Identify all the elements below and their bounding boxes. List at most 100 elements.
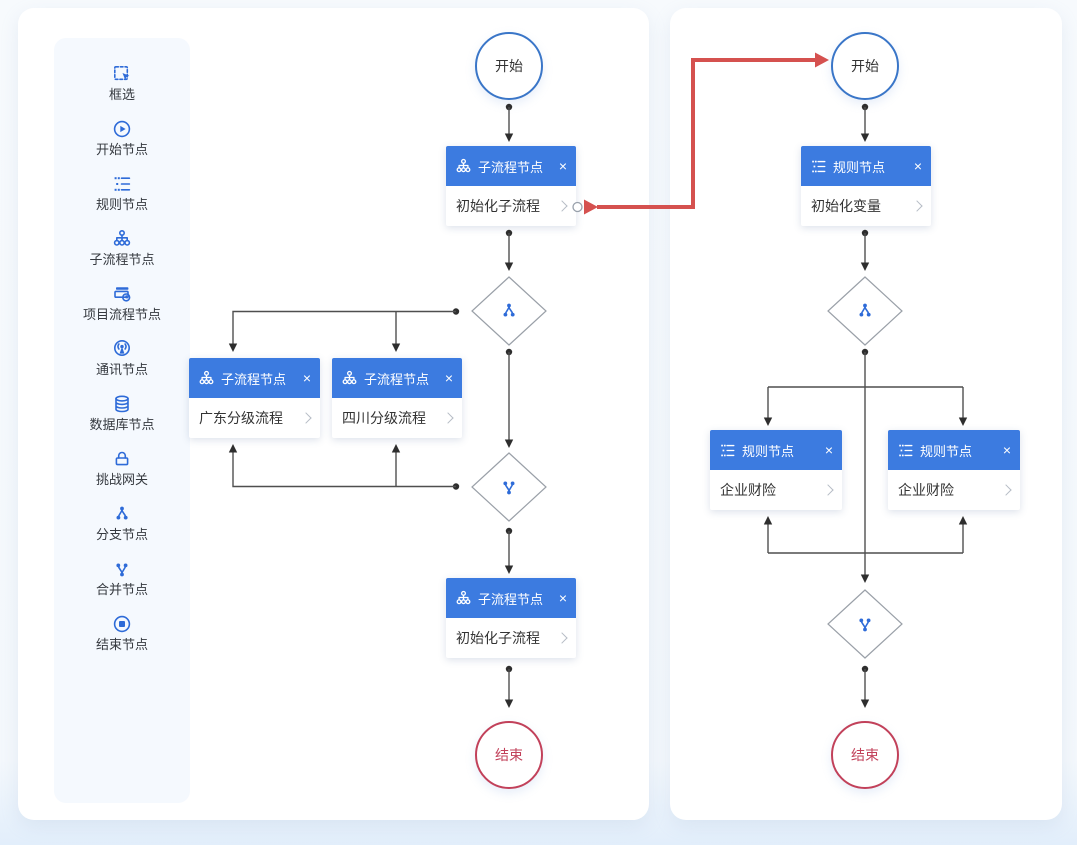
node-title: 规则节点 (742, 443, 795, 459)
node-card-body[interactable]: 初始化子流程 (446, 186, 576, 226)
close-icon[interactable]: × (1002, 442, 1011, 458)
palette-item-label: 规则节点 (95, 197, 148, 212)
rule-node-card[interactable]: 规则节点 × 企业财险 (888, 430, 1020, 510)
chevron-right-icon[interactable] (556, 632, 568, 644)
node-palette: 框选 开始节点 规则节点 子流程节点 项目流程节点 通讯节点 (54, 38, 190, 803)
subprocess-node-card[interactable]: 子流程节点 × 四川分级流程 (332, 358, 462, 438)
chevron-right-icon[interactable] (556, 200, 568, 212)
palette-item-subprocess-node[interactable]: 子流程节点 (54, 229, 190, 284)
palette-item-branch-node[interactable]: 分支节点 (54, 504, 190, 559)
start-node[interactable]: 开始 (831, 32, 899, 100)
start-node[interactable]: 开始 (475, 32, 543, 100)
close-icon[interactable]: × (824, 442, 833, 458)
play-circle-icon (113, 120, 131, 138)
rule-node-card[interactable]: 规则节点 × 企业财险 (710, 430, 842, 510)
close-icon[interactable]: × (444, 370, 453, 386)
subprocess-node-card[interactable]: 子流程节点 × 初始化子流程 (446, 146, 576, 226)
node-card-body[interactable]: 四川分级流程 (332, 398, 462, 438)
node-card-body[interactable]: 初始化变量 (801, 186, 931, 226)
flow-canvas-right (670, 8, 1062, 820)
subprocess-node-card[interactable]: 子流程节点 × 初始化子流程 (446, 578, 576, 658)
palette-item-rule-node[interactable]: 规则节点 (54, 174, 190, 229)
palette-item-challenge-gateway[interactable]: 挑战网关 (54, 449, 190, 504)
marquee-select-icon (113, 65, 130, 81)
node-title: 规则节点 (920, 443, 973, 459)
node-card-body[interactable]: 初始化子流程 (446, 618, 576, 658)
node-card-header: 子流程节点 × (446, 146, 576, 186)
chevron-right-icon[interactable] (822, 484, 834, 496)
palette-item-label: 项目流程节点 (82, 307, 161, 322)
palette-item-start-node[interactable]: 开始节点 (54, 119, 190, 174)
node-card-header: 子流程节点 × (189, 358, 320, 398)
node-title: 子流程节点 (364, 371, 430, 387)
close-icon[interactable]: × (558, 158, 567, 174)
merge-icon (116, 563, 128, 577)
merge-icon (859, 618, 871, 632)
close-icon[interactable]: × (913, 158, 922, 174)
merge-icon (503, 481, 515, 495)
close-icon[interactable]: × (302, 370, 311, 386)
end-node[interactable]: 结束 (831, 721, 899, 789)
merge-gateway-node[interactable] (471, 452, 547, 522)
chevron-right-icon[interactable] (300, 412, 312, 424)
database-icon (115, 395, 129, 413)
palette-item-label: 框选 (108, 87, 135, 102)
palette-item-label: 分支节点 (95, 527, 148, 542)
branch-gateway-node[interactable] (827, 276, 903, 346)
palette-item-communication-node[interactable]: 通讯节点 (54, 339, 190, 394)
node-body-label: 企业财险 (720, 482, 776, 498)
rules-list-icon (899, 444, 913, 456)
node-title: 子流程节点 (478, 159, 544, 175)
node-card-body[interactable]: 企业财险 (710, 470, 842, 510)
node-title: 规则节点 (833, 159, 886, 175)
palette-item-database-node[interactable]: 数据库节点 (54, 394, 190, 449)
flow-canvas-left: 框选 开始节点 规则节点 子流程节点 项目流程节点 通讯节点 (18, 8, 649, 820)
palette-item-label: 合并节点 (95, 582, 148, 597)
chevron-right-icon[interactable] (911, 200, 923, 212)
end-node-label: 结束 (851, 747, 879, 763)
node-body-label: 初始化子流程 (456, 198, 540, 214)
node-card-header: 规则节点 × (888, 430, 1020, 470)
sitemap-icon (456, 158, 471, 172)
palette-item-merge-node[interactable]: 合并节点 (54, 559, 190, 614)
chevron-right-icon[interactable] (1000, 484, 1012, 496)
close-icon[interactable]: × (558, 590, 567, 606)
project-flow-icon (114, 287, 131, 302)
node-body-label: 广东分级流程 (199, 410, 283, 426)
chevron-right-icon[interactable] (442, 412, 454, 424)
rules-list-icon (812, 160, 826, 172)
palette-item-label: 子流程节点 (89, 252, 155, 267)
node-card-header: 子流程节点 × (446, 578, 576, 618)
node-card-header: 子流程节点 × (332, 358, 462, 398)
palette-item-label: 通讯节点 (95, 362, 148, 377)
node-title: 子流程节点 (221, 371, 287, 387)
subprocess-node-card[interactable]: 子流程节点 × 广东分级流程 (189, 358, 320, 438)
node-body-label: 初始化子流程 (456, 630, 540, 646)
node-card-body[interactable]: 企业财险 (888, 470, 1020, 510)
branch-gateway-node[interactable] (471, 276, 547, 346)
node-card-header: 规则节点 × (801, 146, 931, 186)
palette-item-label: 结束节点 (95, 637, 148, 652)
sitemap-icon (199, 370, 214, 384)
start-node-label: 开始 (851, 58, 879, 74)
rules-list-icon (114, 177, 131, 191)
lock-icon (115, 451, 129, 466)
palette-item-label: 数据库节点 (89, 417, 155, 432)
node-card-body[interactable]: 广东分级流程 (189, 398, 320, 438)
end-node-label: 结束 (495, 747, 523, 763)
palette-item-end-node[interactable]: 结束节点 (54, 614, 190, 669)
node-card-header: 规则节点 × (710, 430, 842, 470)
start-node-label: 开始 (495, 58, 523, 74)
sitemap-icon (456, 590, 471, 604)
rules-list-icon (721, 444, 735, 456)
branch-icon (503, 303, 515, 317)
end-node[interactable]: 结束 (475, 721, 543, 789)
node-body-label: 企业财险 (898, 482, 954, 498)
branch-icon (116, 506, 128, 520)
palette-item-project-flow-node[interactable]: 项目流程节点 (54, 284, 190, 339)
palette-item-marquee-select[interactable]: 框选 (54, 64, 190, 119)
sitemap-icon (342, 370, 357, 384)
palette-item-label: 开始节点 (95, 142, 148, 157)
rule-node-card[interactable]: 规则节点 × 初始化变量 (801, 146, 931, 226)
merge-gateway-node[interactable] (827, 589, 903, 659)
